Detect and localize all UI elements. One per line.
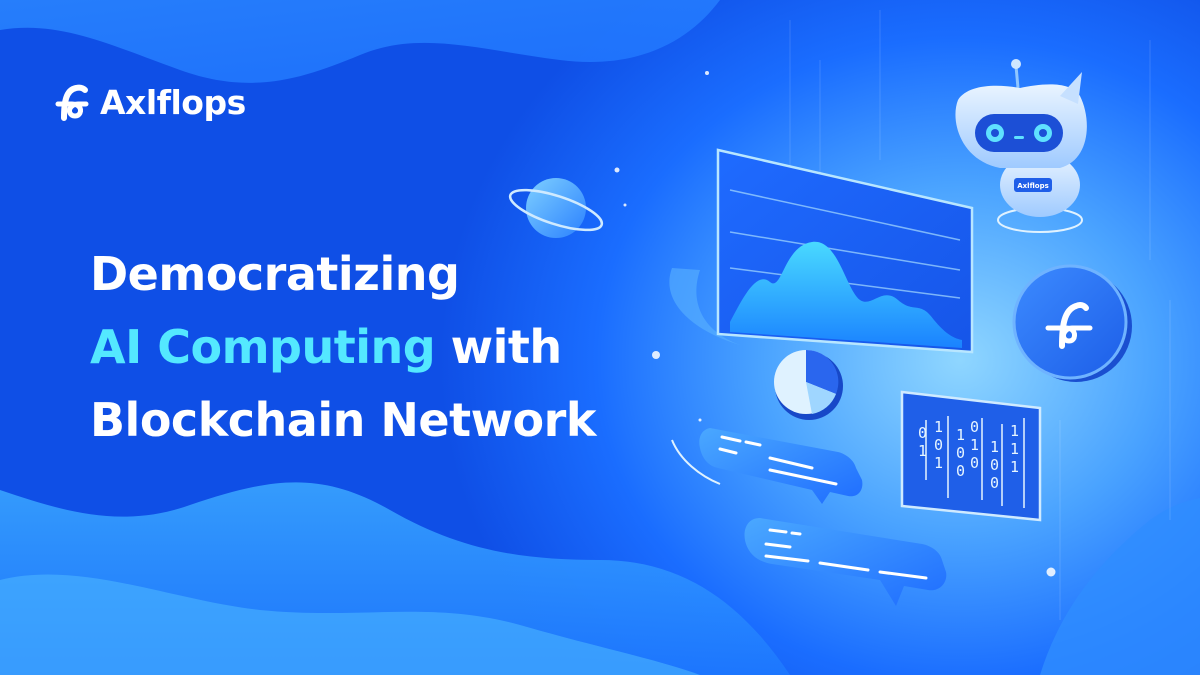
decor-arc	[671, 439, 721, 485]
planet-icon	[508, 178, 604, 238]
headline-line-3: Blockchain Network	[90, 393, 596, 447]
headline-accent: AI Computing	[90, 320, 436, 374]
decor-swoosh	[669, 268, 740, 345]
headline-line-1: Democratizing	[90, 247, 460, 301]
chat-bubble-icon-2	[744, 518, 947, 606]
logo-mark-icon	[55, 84, 89, 121]
robot-badge-text: Axlflops	[1017, 182, 1049, 190]
robot-icon: Axlflops	[955, 59, 1087, 233]
headline-line-2: AI Computing with	[90, 311, 596, 384]
coin-logo-icon	[1012, 264, 1132, 382]
brand-name: Axlflops	[100, 82, 246, 122]
pie-chart-icon	[774, 349, 843, 420]
brand-logo[interactable]: Axlflops	[52, 82, 246, 122]
chart-screen	[716, 148, 974, 354]
headline: Democratizing AI Computing with Blockcha…	[90, 238, 596, 457]
chat-bubble-icon	[699, 428, 863, 504]
headline-line-2-rest: with	[435, 320, 563, 374]
